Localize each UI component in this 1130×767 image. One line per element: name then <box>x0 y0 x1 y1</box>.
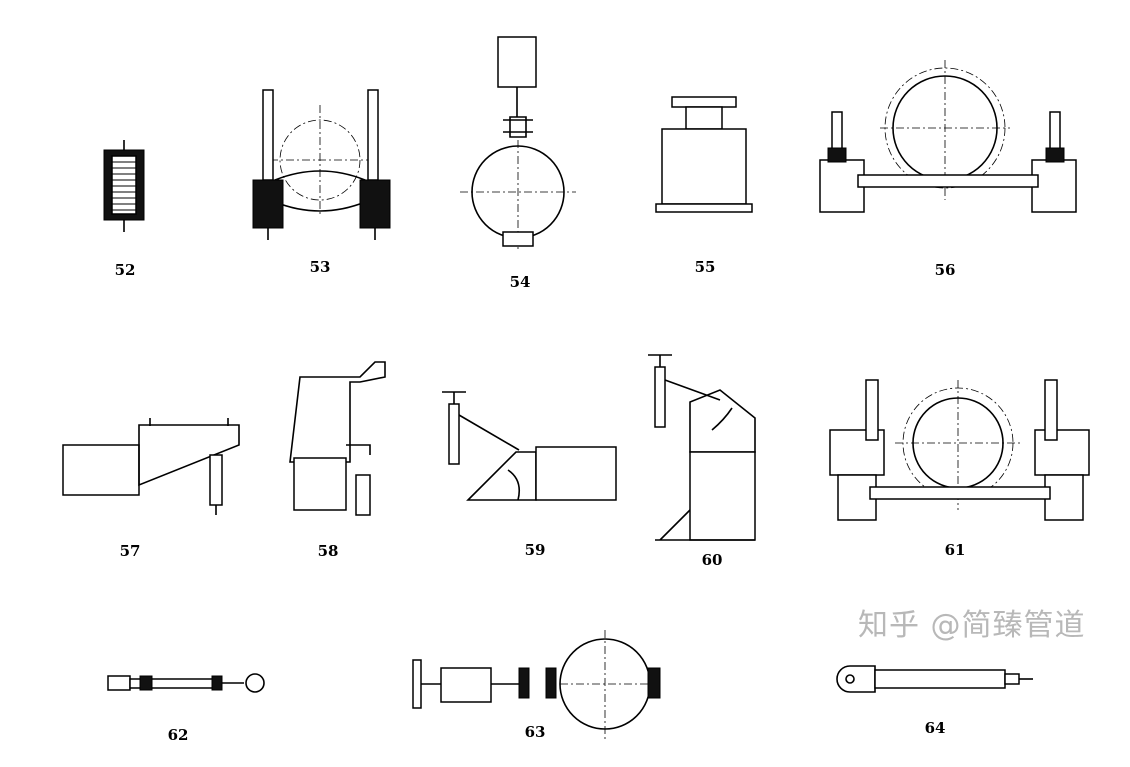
figure-label-63: 63 <box>524 723 546 741</box>
figure-62-drawing <box>107 673 265 693</box>
figure-label-53: 53 <box>309 258 331 276</box>
figure-55-drawing <box>655 96 753 213</box>
figure-61-drawing <box>829 379 1090 521</box>
figure-60-drawing <box>648 354 756 541</box>
figure-label-52: 52 <box>114 261 136 279</box>
figure-label-62: 62 <box>167 726 189 744</box>
figure-label-55: 55 <box>694 258 716 276</box>
figure-label-57: 57 <box>119 542 141 560</box>
figure-56-drawing <box>819 60 1077 213</box>
figure-64-drawing <box>836 665 1033 693</box>
figure-label-64: 64 <box>924 719 946 737</box>
figure-label-54: 54 <box>509 273 531 291</box>
watermark: 知乎 @简臻管道 <box>858 608 1086 643</box>
figure-52-drawing <box>103 140 145 232</box>
figure-label-59: 59 <box>524 541 546 559</box>
figure-label-56: 56 <box>934 261 956 279</box>
figure-label-61: 61 <box>944 541 966 559</box>
figure-63-drawing <box>412 630 661 740</box>
figure-58-drawing <box>289 361 386 516</box>
figure-57-drawing <box>62 418 240 515</box>
figure-54-drawing <box>460 36 576 250</box>
figure-53-drawing <box>252 89 391 240</box>
figure-59-drawing <box>442 391 617 501</box>
figure-label-58: 58 <box>317 542 339 560</box>
figure-label-60: 60 <box>701 551 723 569</box>
